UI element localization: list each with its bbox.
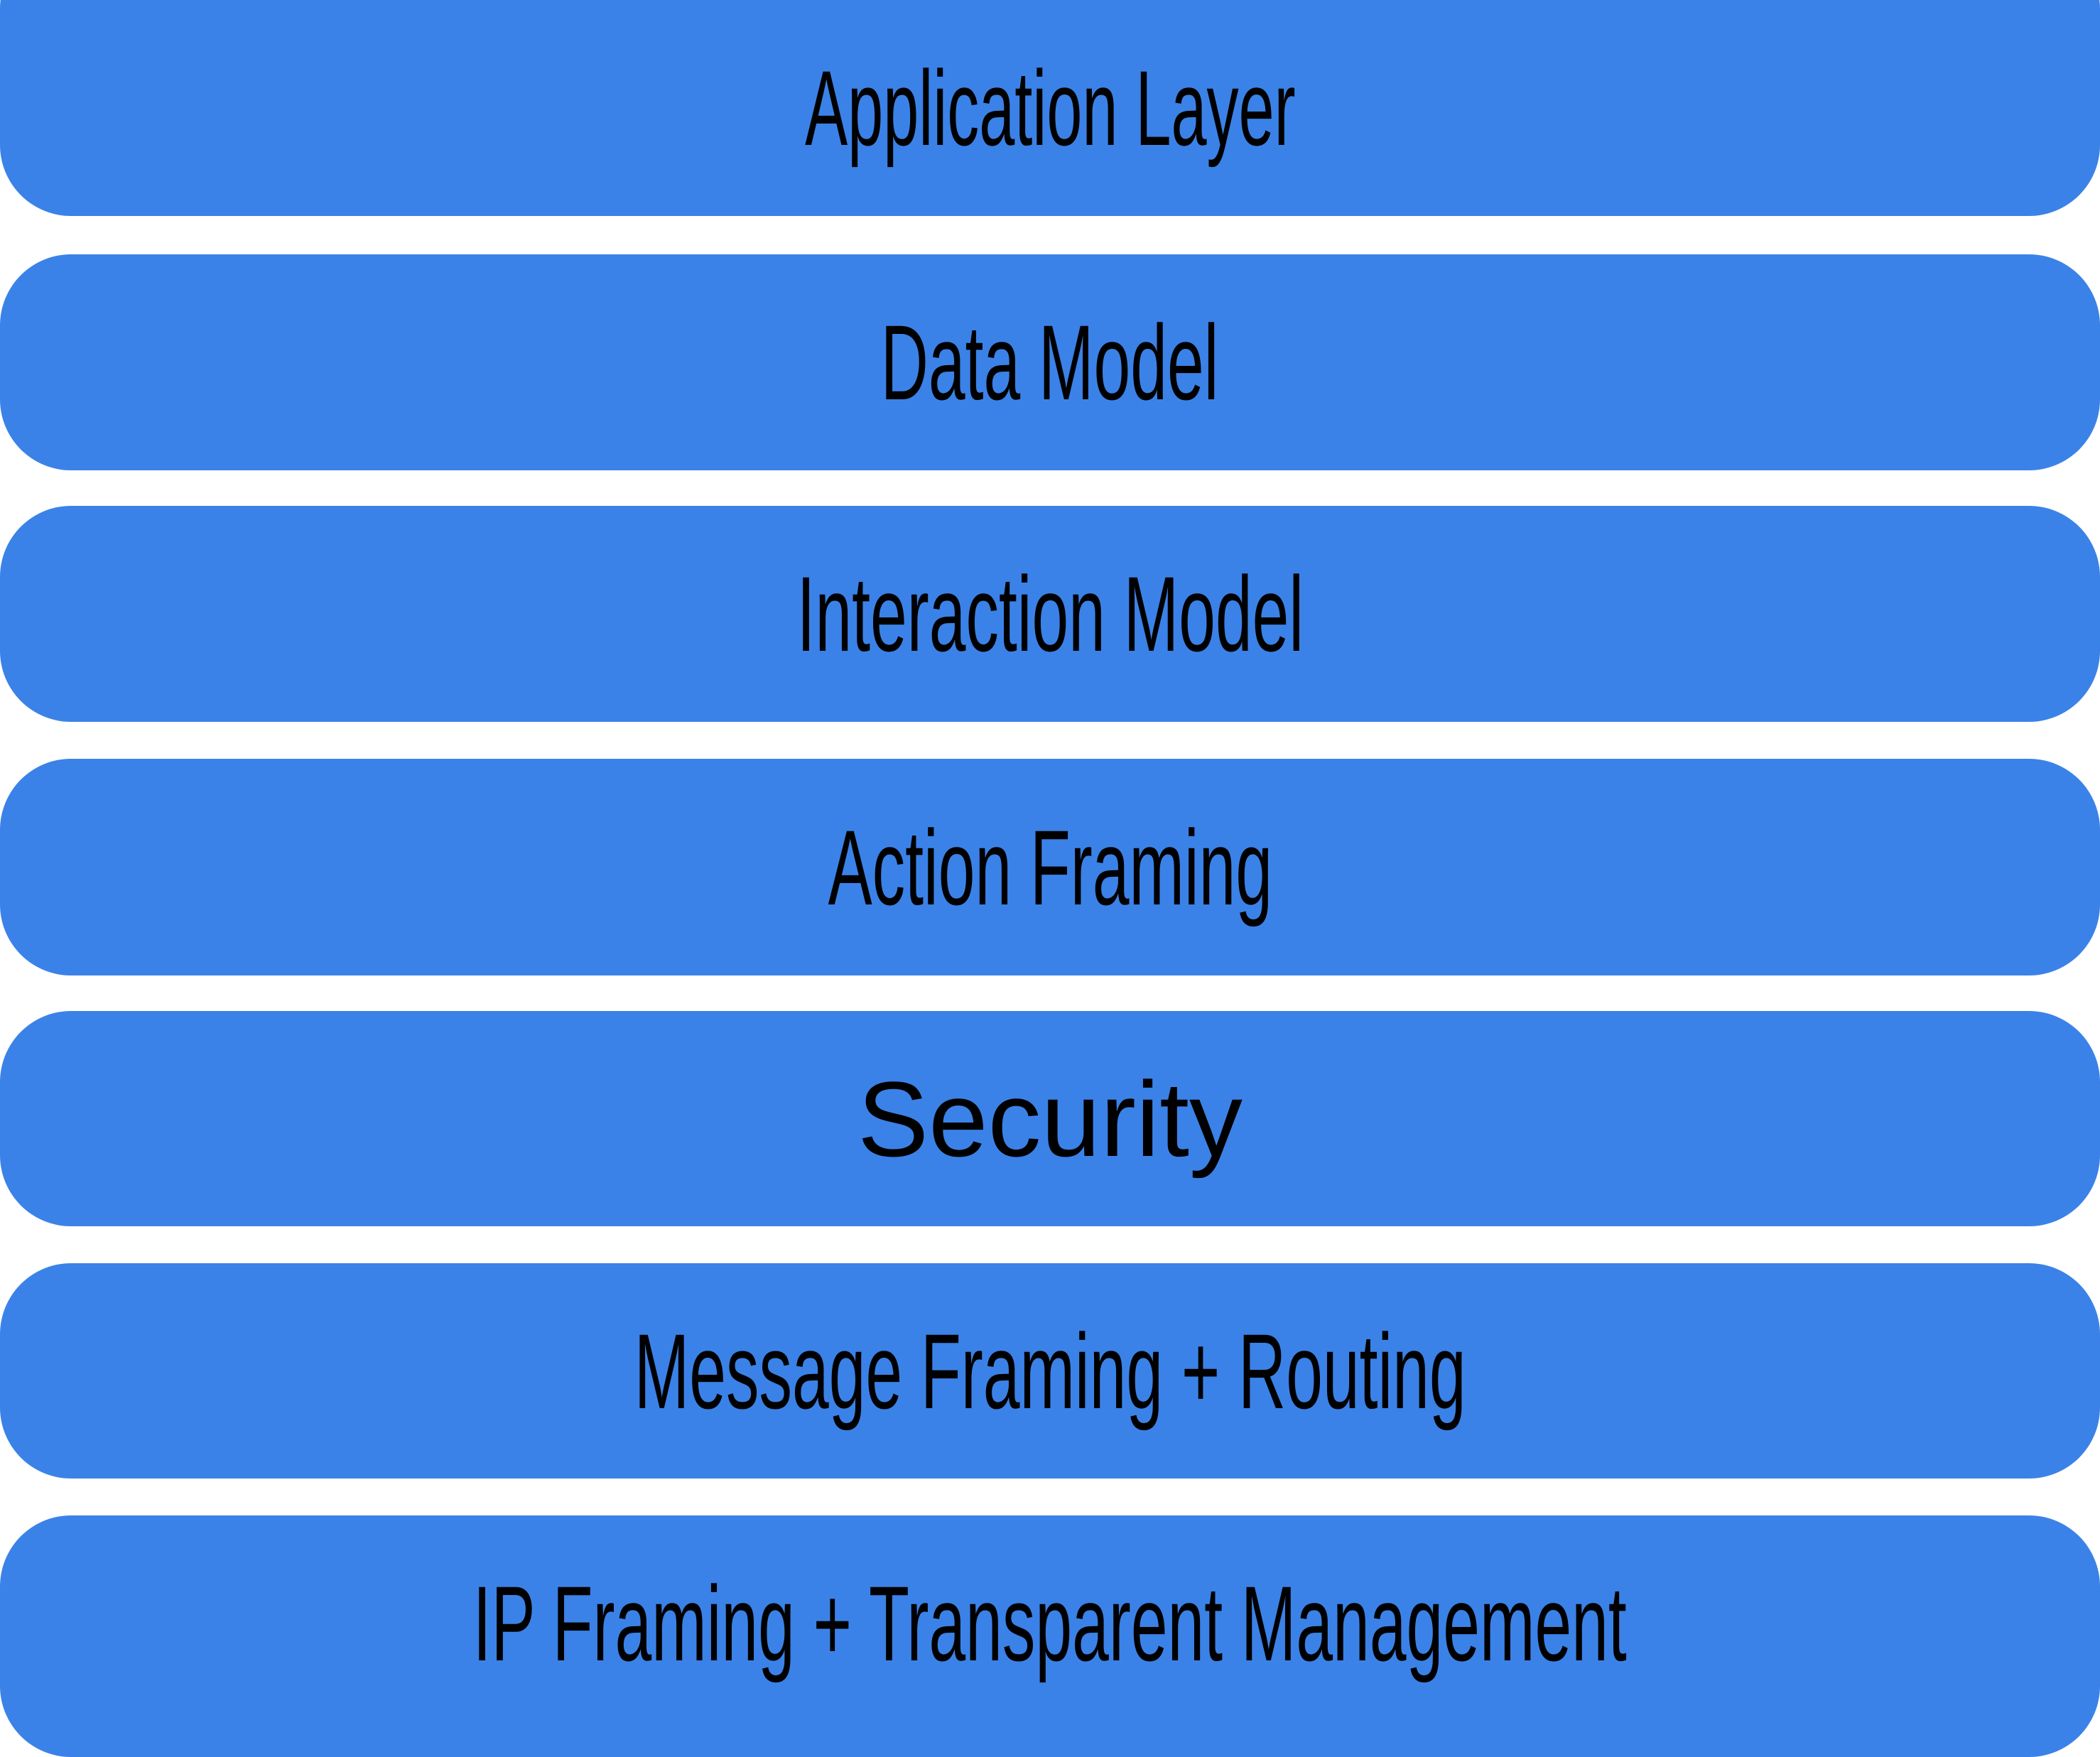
stack-layer-data-model[interactable]: Data Model — [0, 254, 2100, 470]
stack-layer-security[interactable]: Security — [0, 1011, 2100, 1226]
stack-layer-action-framing[interactable]: Action Framing — [0, 759, 2100, 975]
stack-layer-label-wrap: Message Framing + Routing — [0, 1318, 2100, 1424]
stack-layer-label-wrap: IP Framing + Transparent Management — [0, 1570, 2100, 1677]
stack-layer-label: Application Layer — [804, 48, 1296, 168]
stack-layer-label: Data Model — [881, 303, 1219, 422]
stack-layer-label: IP Framing + Transparent Management — [472, 1564, 1628, 1683]
stack-layer-label-wrap: Interaction Model — [0, 561, 2100, 667]
stack-layer-ip-framing-transparent-management[interactable]: IP Framing + Transparent Management — [0, 1515, 2100, 1757]
stack-layer-label: Message Framing + Routing — [634, 1311, 1466, 1431]
stack-layer-label-wrap: Data Model — [0, 309, 2100, 416]
stack-layer-message-framing-routing[interactable]: Message Framing + Routing — [0, 1263, 2100, 1478]
stack-layer-label-wrap: Action Framing — [0, 814, 2100, 921]
stack-layer-application-layer[interactable]: Application Layer — [0, 0, 2100, 216]
stack-layer-label: Security — [857, 1059, 1243, 1179]
stack-layer-label-wrap: Security — [0, 1066, 2100, 1172]
stack-layer-label: Interaction Model — [796, 554, 1304, 674]
stack-layer-label-wrap: Application Layer — [0, 55, 2100, 161]
stack-layer-label: Action Framing — [828, 807, 1272, 927]
stack-layer-interaction-model[interactable]: Interaction Model — [0, 506, 2100, 722]
